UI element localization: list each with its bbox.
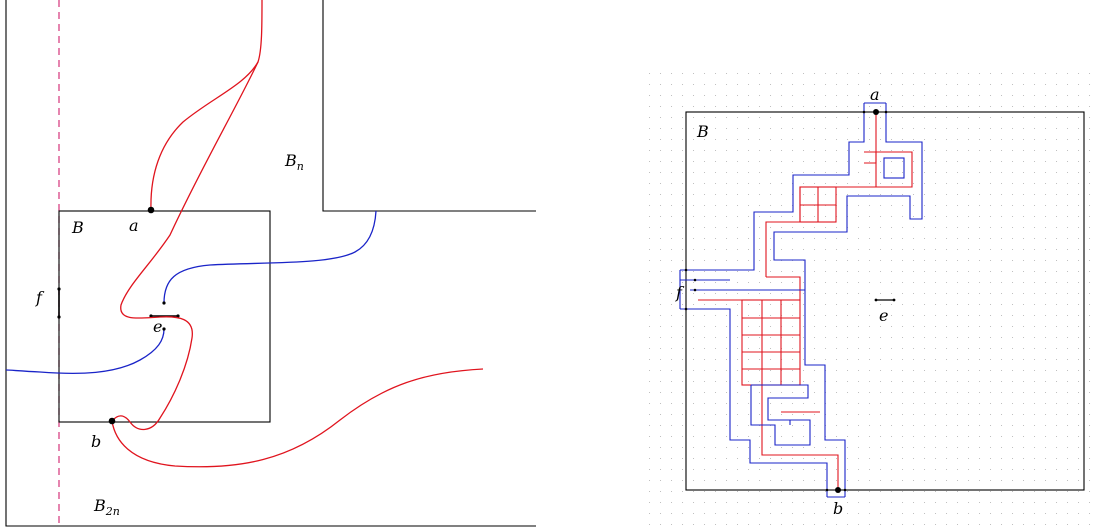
blue-curve-upper xyxy=(163,210,377,304)
point-b xyxy=(108,417,116,425)
bn-boundary xyxy=(322,0,536,212)
red-curve-upper xyxy=(150,0,263,211)
grid-label-box-b: B xyxy=(696,122,709,141)
b2n-frame xyxy=(5,0,536,527)
f-endpoint-top xyxy=(57,287,61,291)
blue-endpoint-lower xyxy=(162,327,166,331)
connector-dots xyxy=(684,110,888,492)
e-endpoint-left xyxy=(149,314,153,318)
label-f: f xyxy=(35,288,45,307)
label-bn: Bn xyxy=(284,151,304,173)
left-figure: a b e f B Bn B2n xyxy=(5,0,536,528)
label-e: e xyxy=(153,317,162,336)
grid-point-b xyxy=(835,487,841,493)
grid-label-f: f xyxy=(675,283,685,302)
grid-label-b: b xyxy=(833,499,843,518)
f-endpoint-bottom xyxy=(57,315,61,319)
e-endpoint-right xyxy=(176,314,180,318)
blue-endpoint-upper xyxy=(162,301,166,305)
grid-label-a: a xyxy=(870,85,880,104)
point-a xyxy=(147,206,155,214)
red-curve-spiral xyxy=(111,61,259,431)
grid-e-right xyxy=(892,298,896,302)
right-figure: a b e f B xyxy=(649,73,1093,528)
label-b2n: B2n xyxy=(93,496,120,518)
label-a: a xyxy=(129,216,139,235)
label-b: b xyxy=(91,432,101,451)
grid-point-a xyxy=(873,109,879,115)
grid-label-e: e xyxy=(879,306,888,325)
red-curve-lower xyxy=(111,368,484,468)
blue-curve-lower xyxy=(5,328,165,375)
blue-boundary xyxy=(679,102,923,498)
label-box-b: B xyxy=(71,218,84,237)
grid-e-left xyxy=(874,298,878,302)
